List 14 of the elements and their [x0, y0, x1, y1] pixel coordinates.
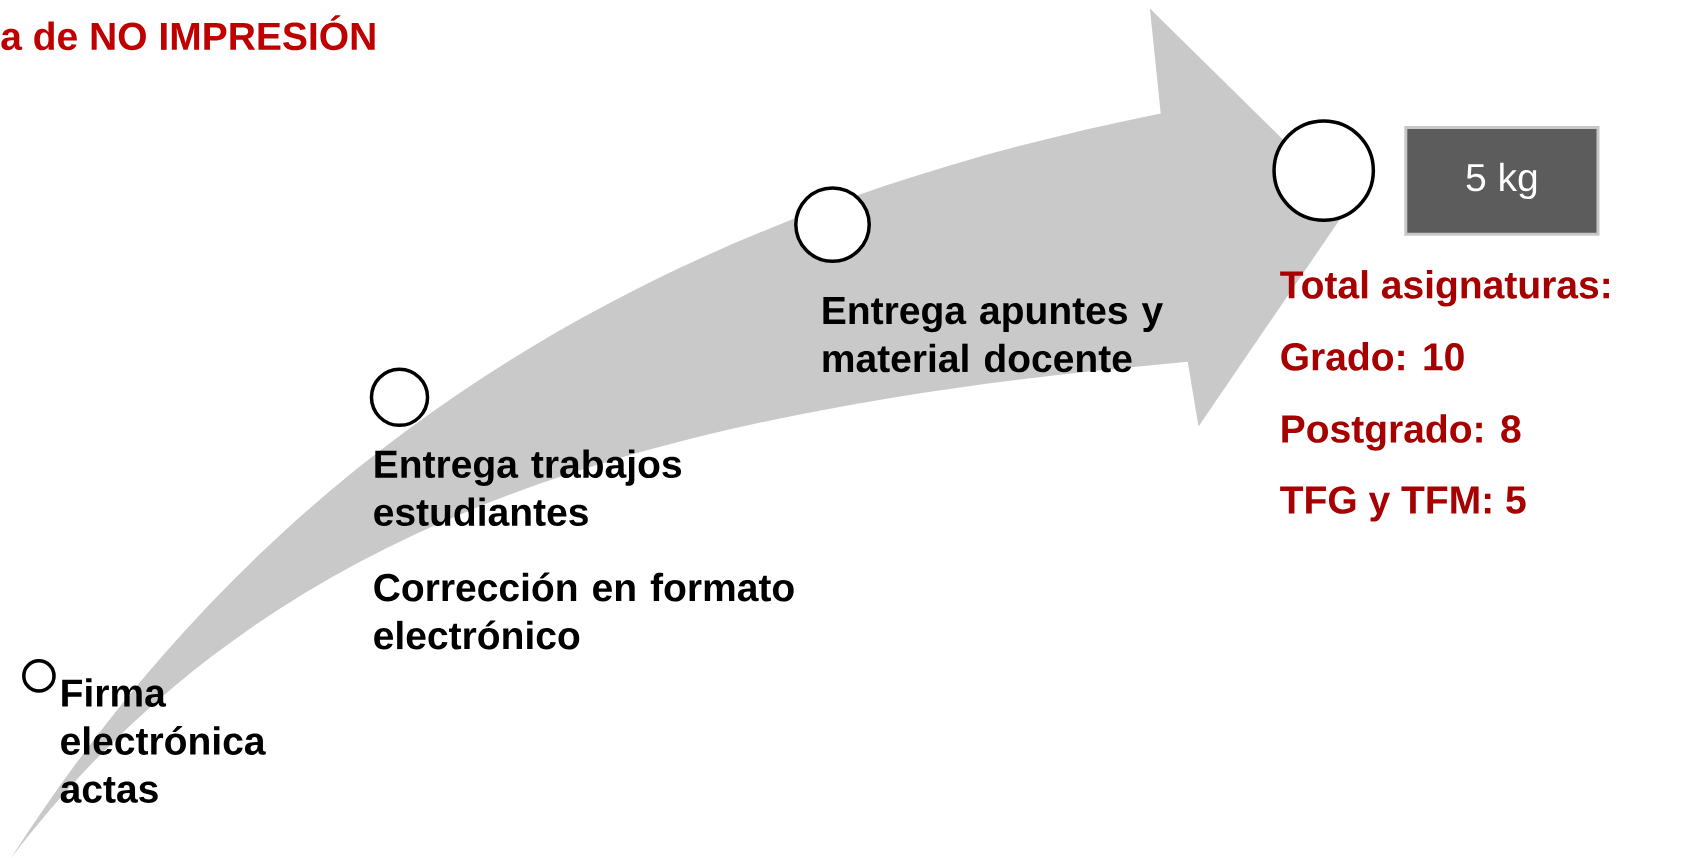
summary-text: Total asignaturas:: [1280, 270, 1609, 307]
summary-text: Grado: 10: [1281, 342, 1464, 371]
summary-text: Postgrado: 8: [1282, 414, 1521, 451]
milestone-circle: [794, 186, 871, 264]
summary-text: TFG y TFM: 5: [1280, 486, 1526, 522]
milestone-text: Corrección en formato electrónico: [374, 572, 794, 650]
milestone-text: Firma electrónica actas: [60, 678, 266, 803]
heading: a de NO IMPRESIÓN: [1, 15, 375, 51]
milestone-circle: [369, 367, 430, 428]
weight-box: 5 kg: [1404, 125, 1600, 236]
milestone-text: Entrega trabajos estudiantes: [374, 449, 681, 527]
milestone-circle: [22, 659, 56, 693]
milestone-circle: [1272, 119, 1376, 222]
milestone-text: Entrega apuntes y material docente: [823, 297, 1163, 373]
